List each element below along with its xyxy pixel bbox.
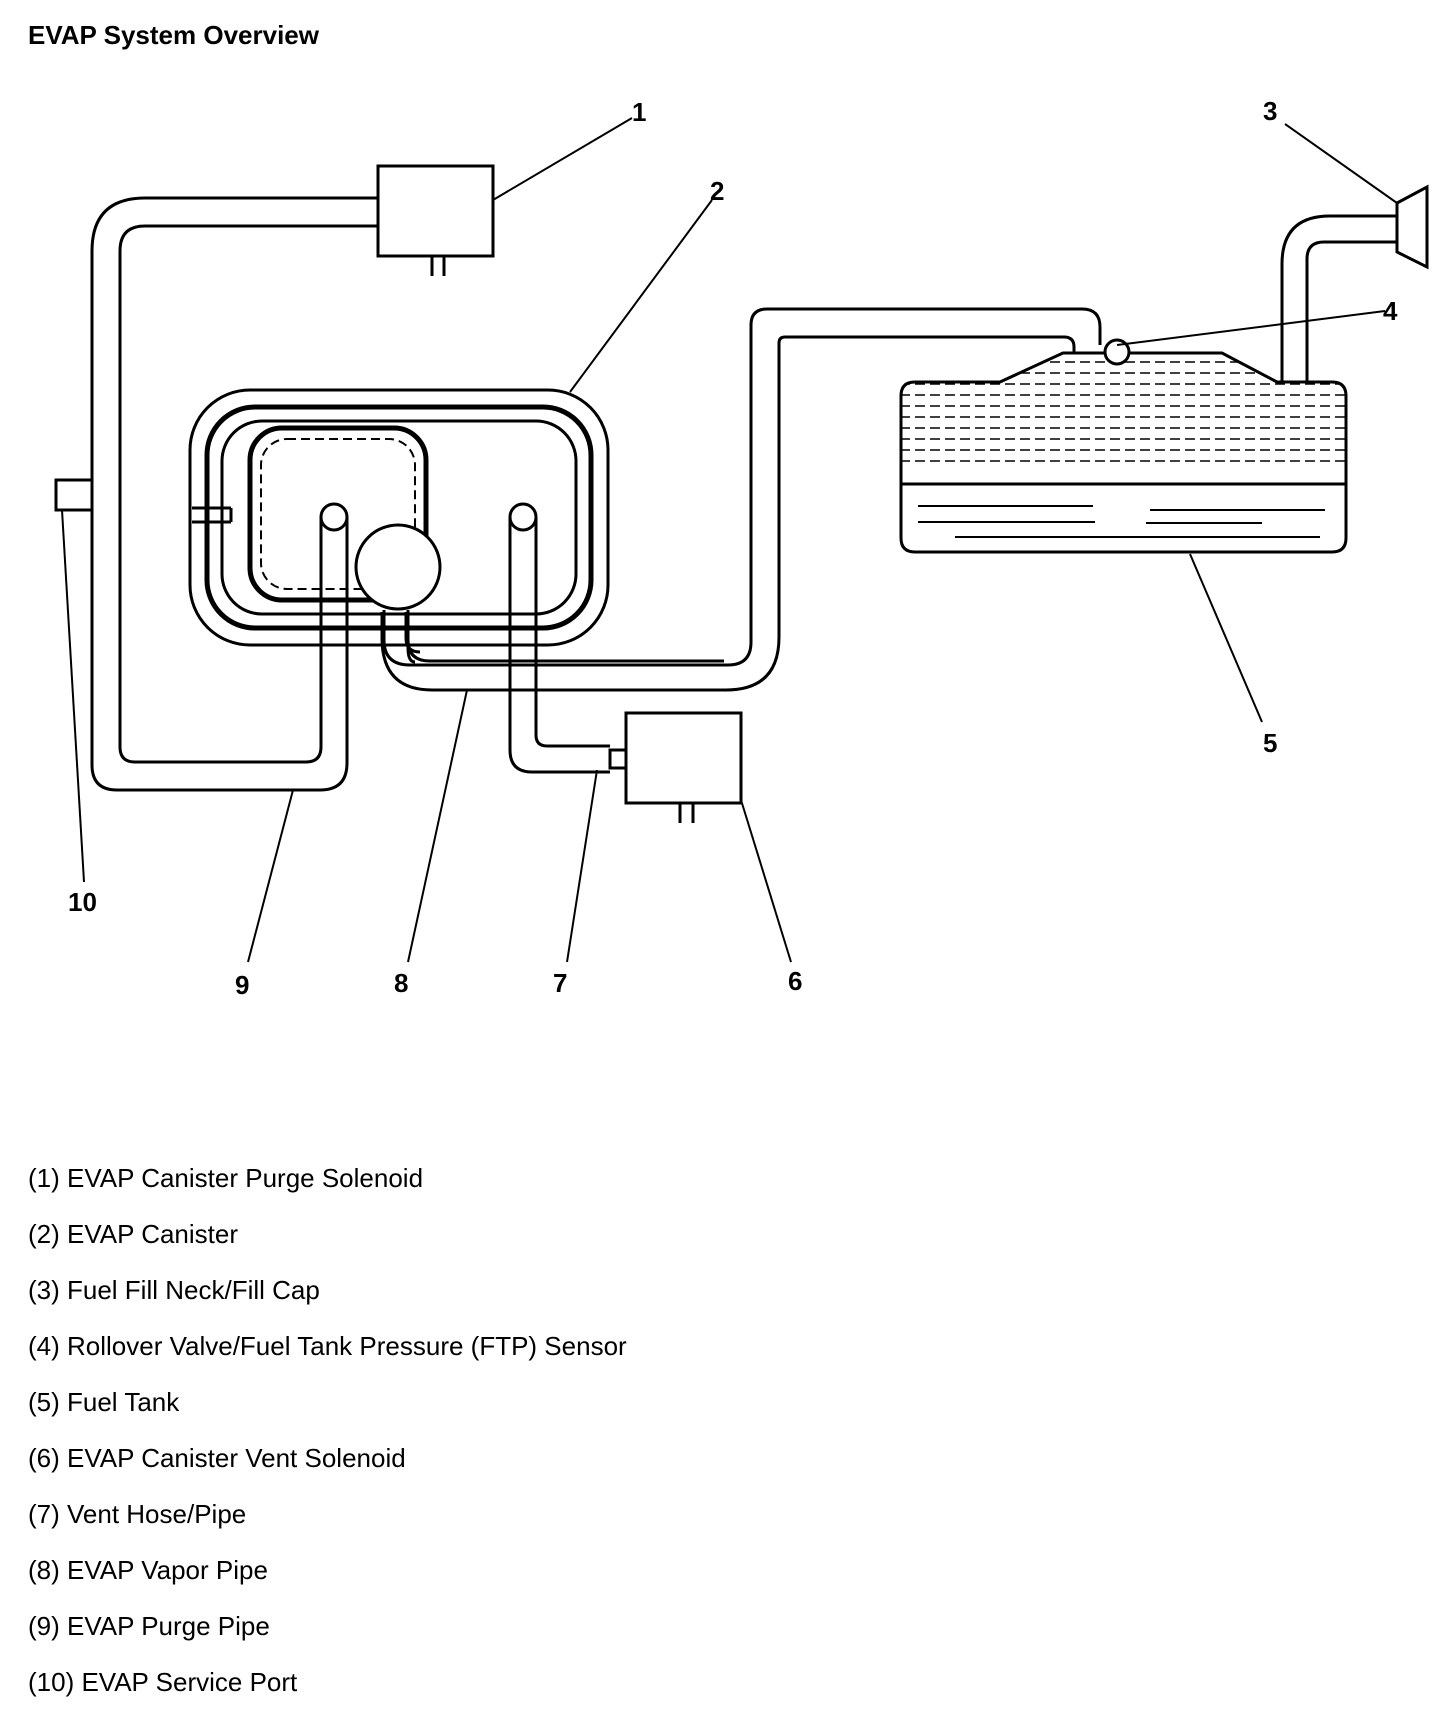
vapor-pipe	[380, 307, 1102, 692]
legend-item: (8) EVAP Vapor Pipe	[28, 1555, 268, 1585]
legend-item: (2) EVAP Canister	[28, 1219, 239, 1249]
callout-1: 1	[632, 97, 646, 127]
callout-7: 7	[553, 968, 567, 998]
callout-2: 2	[710, 176, 724, 206]
evap-diagram: 1 2 3 4 5 6 7 8 9 10	[54, 96, 1429, 1000]
page-title: EVAP System Overview	[28, 20, 319, 50]
fuel-tank	[899, 351, 1348, 554]
legend-item: (4) Rollover Valve/Fuel Tank Pressure (F…	[28, 1331, 627, 1361]
service-port	[54, 478, 94, 512]
purge-pipe	[90, 196, 378, 792]
legend-item: (5) Fuel Tank	[28, 1387, 180, 1417]
legend-item: (3) Fuel Fill Neck/Fill Cap	[28, 1275, 320, 1305]
vent-hose-port	[508, 502, 538, 532]
purge-pipe-port	[319, 502, 349, 532]
callout-5: 5	[1263, 728, 1277, 758]
callout-10: 10	[68, 887, 97, 917]
callout-3: 3	[1263, 96, 1277, 126]
callout-4: 4	[1383, 296, 1398, 326]
legend-item: (7) Vent Hose/Pipe	[28, 1499, 247, 1529]
vapor-pipe-port	[354, 523, 442, 611]
legend-item: (1) EVAP Canister Purge Solenoid	[28, 1163, 424, 1193]
legend-item: (6) EVAP Canister Vent Solenoid	[28, 1443, 406, 1473]
rollover-valve	[1103, 338, 1131, 366]
legend-item: (9) EVAP Purge Pipe	[28, 1611, 270, 1641]
purge-solenoid	[376, 164, 495, 276]
callouts: 1 2 3 4 5 6 7 8 9 10	[68, 96, 1398, 1000]
legend-item: (10) EVAP Service Port	[28, 1667, 298, 1697]
vent-solenoid	[624, 711, 743, 823]
callout-8: 8	[394, 968, 408, 998]
evap-canister	[188, 388, 610, 647]
vent-hose	[508, 517, 628, 774]
fill-neck	[1280, 184, 1429, 382]
callout-6: 6	[788, 966, 802, 996]
callout-9: 9	[235, 970, 249, 1000]
leader-lines	[61, 117, 1398, 963]
legend: (1) EVAP Canister Purge Solenoid (2) EVA…	[28, 1150, 627, 1710]
